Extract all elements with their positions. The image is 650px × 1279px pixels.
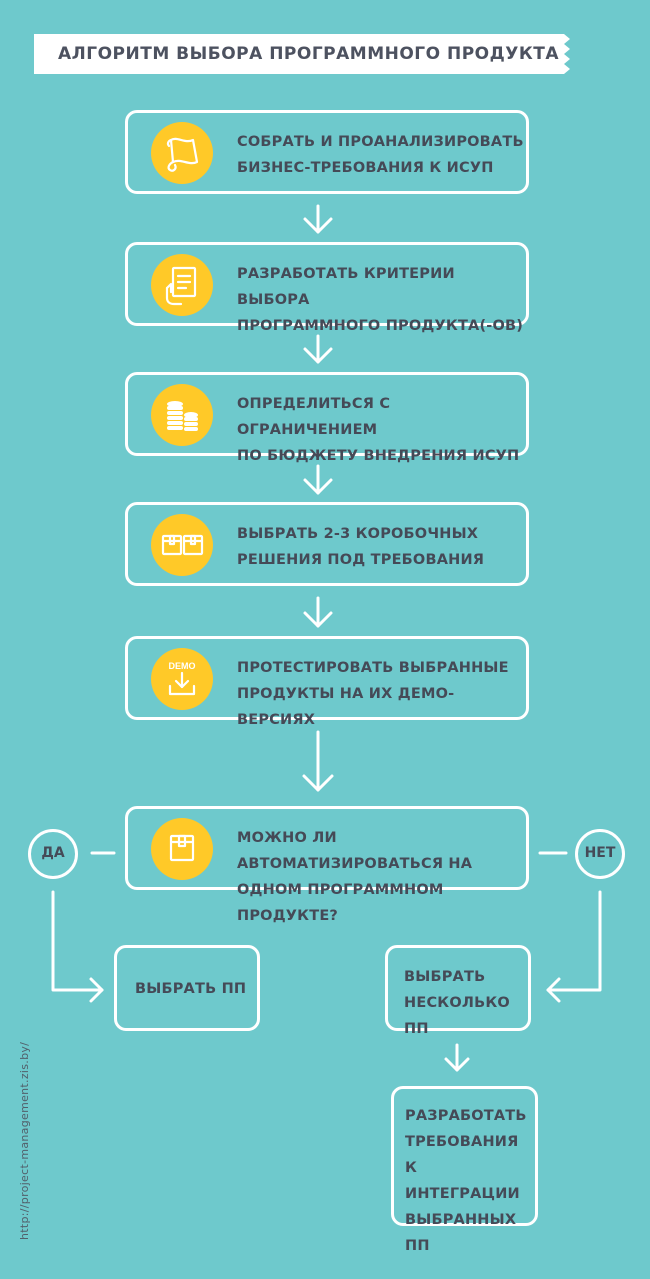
banner-shape: [34, 34, 570, 74]
box-icon: [169, 834, 195, 862]
no-path: [546, 890, 602, 992]
document-hand-icon: [165, 266, 197, 306]
arrow-head: [303, 347, 333, 364]
demo-download-icon: DEMO: [169, 661, 196, 696]
step-choose-solutions: ВЫБРАТЬ 2-3 КОРОБОЧНЫХ РЕШЕНИЯ ПОД ТРЕБО…: [125, 502, 529, 586]
step-label: РАЗРАБОТАТЬ КРИТЕРИИ ВЫБОРА ПРОГРАММНОГО…: [237, 266, 524, 334]
coins-icon: [167, 401, 198, 431]
icon-circle: DEMO: [151, 648, 213, 710]
source-url: http://project-management.zis.by/: [18, 1041, 31, 1240]
yes-node: ДА: [28, 829, 78, 879]
integration-box: РАЗРАБОТАТЬ ТРЕБОВАНИЯ К ИНТЕГРАЦИИ ВЫБР…: [391, 1086, 538, 1254]
scroll-icon: [166, 137, 199, 172]
icon-circle: [151, 384, 213, 446]
arrow-head: [546, 977, 561, 1003]
icon-circle: [151, 254, 213, 316]
arrow-head: [303, 478, 333, 495]
boxes-icon: [161, 534, 204, 556]
no-result-box: ВЫБРАТЬ НЕСКОЛЬКО ПП: [385, 945, 531, 1037]
icon-circle: [151, 514, 213, 576]
step-budget: ОПРЕДЕЛИТЬСЯ С ОГРАНИЧЕНИЕМ ПО БЮДЖЕТУ В…: [125, 372, 529, 464]
demo-label: DEMO: [169, 661, 196, 671]
icon-circle: [151, 122, 213, 184]
arrow-head: [303, 217, 333, 234]
arrow-head: [303, 611, 333, 628]
arrow-head: [444, 1057, 470, 1072]
step-decision: МОЖНО ЛИ АВТОМАТИЗИРОВАТЬСЯ НА ОДНОМ ПРО…: [125, 806, 529, 924]
step-label: ОПРЕДЕЛИТЬСЯ С ОГРАНИЧЕНИЕМ ПО БЮДЖЕТУ В…: [237, 396, 520, 464]
no-label: НЕТ: [584, 845, 616, 861]
icon-circle: [151, 818, 213, 880]
step-label: СОБРАТЬ И ПРОАНАЛИЗИРОВАТЬ БИЗНЕС-ТРЕБОВ…: [237, 134, 524, 176]
arrow-head: [302, 774, 334, 792]
title-banner: АЛГОРИТМ ВЫБОРА ПРОГРАММНОГО ПРОДУКТА: [34, 34, 570, 74]
step-label: ПРОТЕСТИРОВАТЬ ВЫБРАННЫЕ ПРОДУКТЫ НА ИХ …: [237, 660, 509, 728]
step-label: МОЖНО ЛИ АВТОМАТИЗИРОВАТЬСЯ НА ОДНОМ ПРО…: [237, 830, 473, 924]
yes-path: [51, 890, 104, 992]
yes-result-label: ВЫБРАТЬ ПП: [135, 981, 247, 997]
page-title: АЛГОРИТМ ВЫБОРА ПРОГРАММНОГО ПРОДУКТА: [58, 44, 560, 64]
yes-result-box: ВЫБРАТЬ ПП: [114, 945, 260, 1031]
step-develop-criteria: РАЗРАБОТАТЬ КРИТЕРИИ ВЫБОРА ПРОГРАММНОГО…: [125, 242, 529, 334]
step-test-demo: DEMO ПРОТЕСТИРОВАТЬ ВЫБРАННЫЕ ПРОДУКТЫ Н…: [125, 636, 529, 728]
yes-label: ДА: [41, 845, 65, 861]
no-node: НЕТ: [575, 829, 625, 879]
integration-label: РАЗРАБОТАТЬ ТРЕБОВАНИЯ К ИНТЕГРАЦИИ ВЫБР…: [405, 1108, 527, 1254]
arrow-head: [89, 977, 104, 1003]
step-label: ВЫБРАТЬ 2-3 КОРОБОЧНЫХ РЕШЕНИЯ ПОД ТРЕБО…: [237, 526, 485, 568]
step-collect-requirements: СОБРАТЬ И ПРОАНАЛИЗИРОВАТЬ БИЗНЕС-ТРЕБОВ…: [125, 110, 529, 194]
no-result-label: ВЫБРАТЬ НЕСКОЛЬКО ПП: [404, 969, 510, 1037]
